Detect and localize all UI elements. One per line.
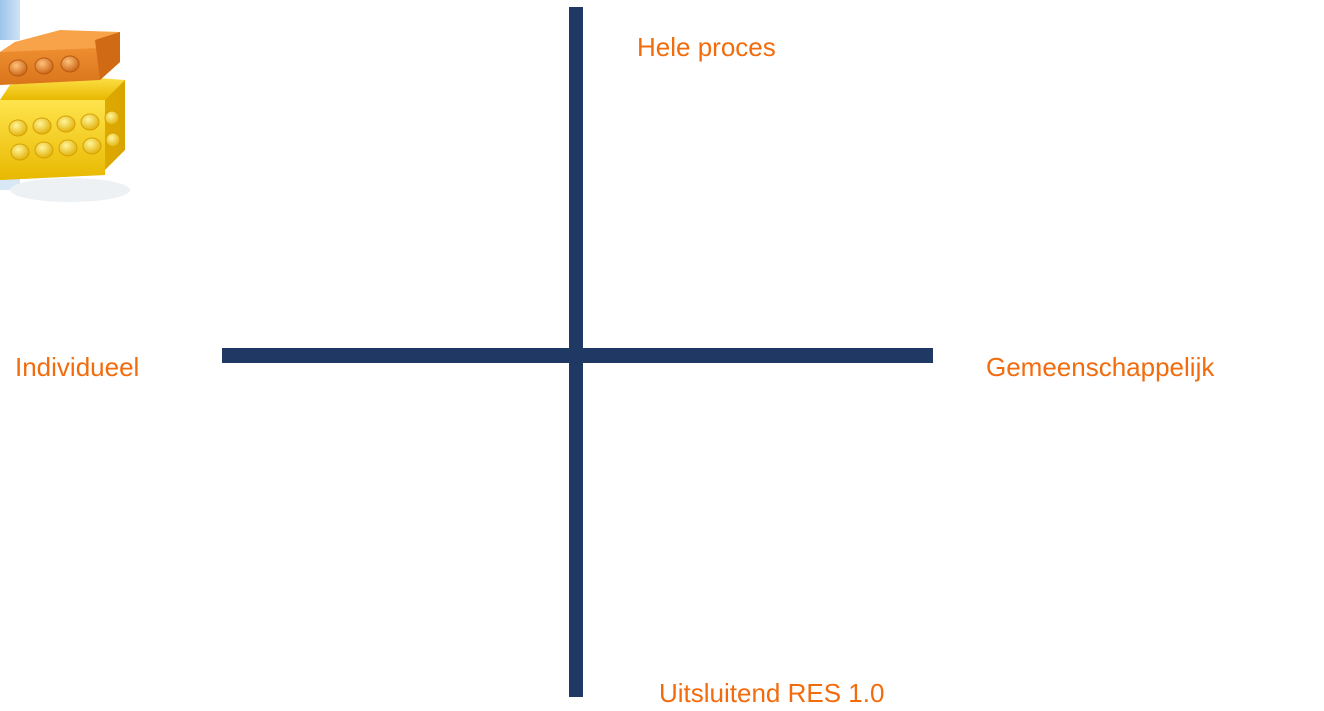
axis-label-left: Individueel (15, 352, 140, 382)
horizontal-axis (222, 348, 933, 363)
axis-label-top: Hele proces (637, 32, 776, 62)
axis-label-bottom: Uitsluitend RES 1.0 (659, 678, 885, 708)
lego-bricks-icon (0, 0, 130, 205)
axis-label-right: Gemeenschappelijk (986, 352, 1215, 382)
